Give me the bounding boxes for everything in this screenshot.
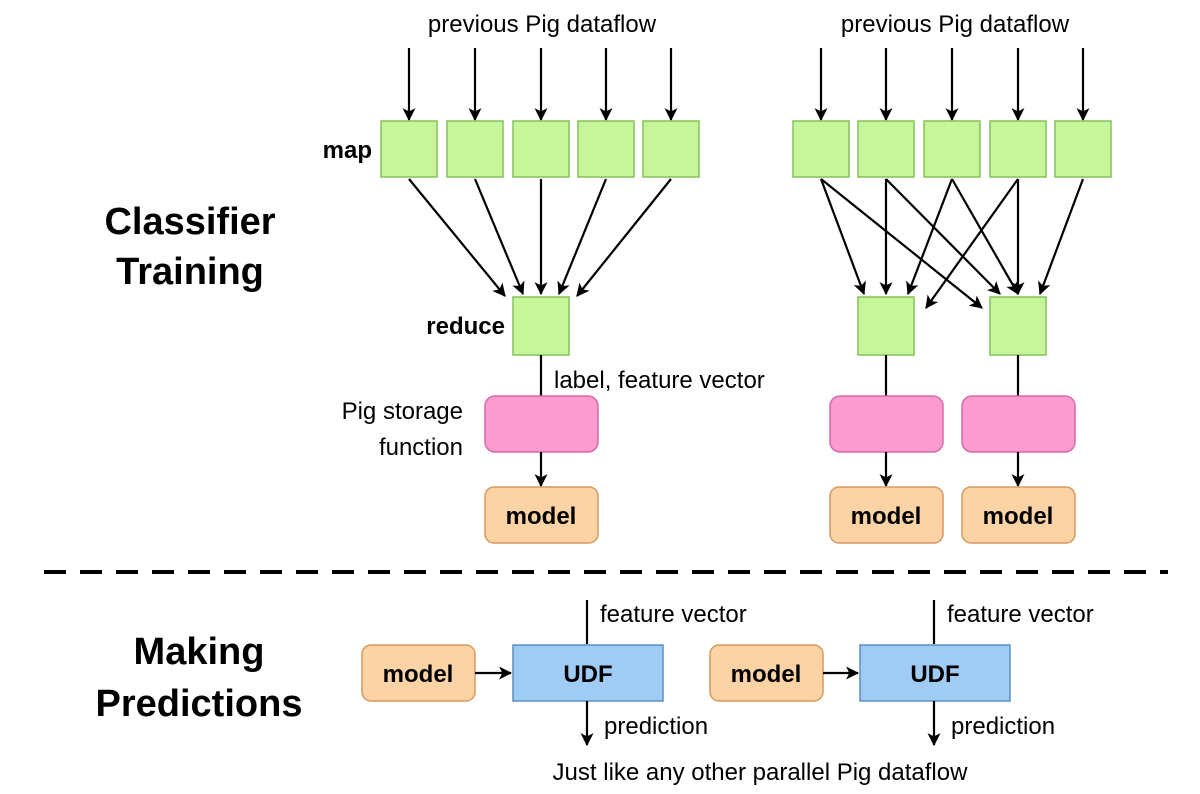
model-box-right-1 [829, 486, 944, 544]
model-label: model [506, 503, 577, 530]
map-boxes-right [792, 120, 1112, 178]
shuffle-arrows-left [408, 178, 672, 297]
input-arrows-left [402, 48, 678, 122]
model-box-right-2 [961, 486, 1076, 544]
predictions-title-line1: Making [134, 631, 265, 673]
map-box [446, 120, 504, 178]
map-label: map [323, 137, 372, 164]
storage-function-box-left [484, 395, 599, 453]
prediction-label-right: prediction [951, 713, 1055, 740]
map-box [792, 120, 850, 178]
predictions-title-line2: Predictions [96, 683, 303, 725]
storage-function-box-right-2 [961, 395, 1076, 453]
udf-label: UDF [563, 661, 612, 688]
udf-box-left [512, 644, 664, 702]
map-box [642, 120, 700, 178]
model-box-left [484, 486, 599, 544]
input-arrows-right [814, 48, 1090, 122]
map-box [577, 120, 635, 178]
feature-vector-label-right: feature vector [947, 601, 1094, 628]
prediction-label-left: prediction [604, 713, 708, 740]
prediction-model-label: model [383, 661, 454, 688]
edge-label-reduce-output: label, feature vector [554, 367, 765, 394]
map-box [923, 120, 981, 178]
footer-note: Just like any other parallel Pig dataflo… [553, 759, 969, 786]
map-boxes-left [380, 120, 700, 178]
prediction-model-label: model [731, 661, 802, 688]
previous-dataflow-right: previous Pig dataflow [841, 11, 1070, 38]
model-label: model [983, 503, 1054, 530]
reduce-label: reduce [426, 313, 505, 340]
training-title-line2: Training [116, 251, 264, 293]
shuffle-arrows-right [819, 178, 1085, 309]
map-box [512, 120, 570, 178]
previous-dataflow-left: previous Pig dataflow [428, 11, 657, 38]
storage-label-line1: Pig storage [342, 398, 463, 425]
map-box [380, 120, 438, 178]
reduce-box-left [512, 296, 570, 356]
udf-label: UDF [910, 661, 959, 688]
udf-box-right [859, 644, 1011, 702]
map-box [1054, 120, 1112, 178]
feature-vector-label-left: feature vector [600, 601, 747, 628]
storage-label-line2: function [379, 434, 463, 461]
training-title-line1: Classifier [104, 201, 275, 243]
model-label: model [851, 503, 922, 530]
reduce-box-right-2 [989, 296, 1047, 356]
map-box [857, 120, 915, 178]
map-box [989, 120, 1047, 178]
storage-function-box-right-1 [829, 395, 944, 453]
reduce-box-right-1 [857, 296, 915, 356]
